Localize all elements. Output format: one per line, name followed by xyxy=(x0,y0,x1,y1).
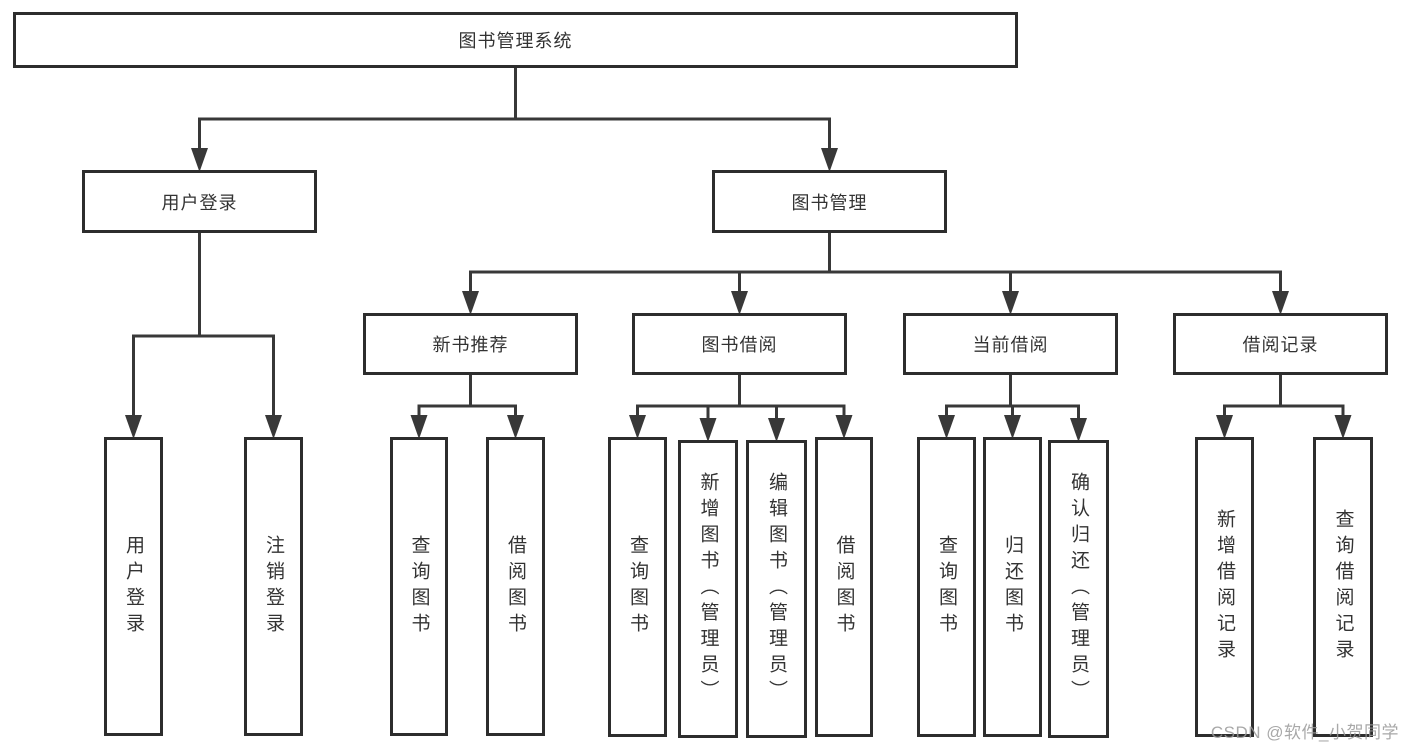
arrowhead-down xyxy=(125,415,142,439)
node-leaf-query-books-3: 查询图书 xyxy=(917,437,976,737)
node-leaf-query-books-2: 查询图书 xyxy=(608,437,667,737)
node-label: 当前借阅 xyxy=(972,335,1049,355)
link-user-login xyxy=(125,233,282,439)
link-root xyxy=(191,68,838,172)
node-leaf-borrow-books-2: 借阅图书 xyxy=(815,437,873,737)
arrowhead-down xyxy=(1002,291,1019,315)
link-current-borrow xyxy=(938,375,1087,442)
arrowhead-down xyxy=(265,415,282,439)
link-book-borrow xyxy=(629,375,853,442)
node-label: 查询图书 xyxy=(936,535,957,639)
node-label: 用户登录 xyxy=(123,534,144,639)
node-label: 查询借阅记录 xyxy=(1332,509,1354,665)
arrowhead-down xyxy=(191,148,208,172)
arrowhead-down xyxy=(629,415,646,439)
node-label: 查询图书 xyxy=(408,534,430,639)
node-leaf-add-books: 新增图书（管理员） xyxy=(678,440,738,738)
link-borrow-records xyxy=(1216,375,1352,439)
node-leaf-edit-books: 编辑图书（管理员） xyxy=(746,440,807,738)
link-new-book-rec xyxy=(410,375,524,439)
arrowhead-down xyxy=(410,415,428,439)
node-label: 新书推荐 xyxy=(432,335,509,355)
arrowhead-down xyxy=(1334,415,1352,439)
node-leaf-confirm-return: 确认归还（管理员） xyxy=(1048,440,1109,738)
node-leaf-logout: 注销登录 xyxy=(244,437,303,736)
node-label: 图书管理 xyxy=(791,192,868,213)
node-label: 编辑图书（管理员） xyxy=(766,472,787,706)
node-label: 图书借阅 xyxy=(701,335,778,355)
node-label: 用户登录 xyxy=(161,192,238,213)
node-leaf-borrow-books-1: 借阅图书 xyxy=(486,437,545,736)
arrowhead-down xyxy=(507,415,524,439)
node-new-book-rec: 新书推荐 xyxy=(363,313,578,375)
node-borrow-records: 借阅记录 xyxy=(1173,313,1388,375)
node-book-borrow: 图书借阅 xyxy=(632,313,847,375)
node-leaf-query-books-1: 查询图书 xyxy=(390,437,448,736)
arrowhead-down xyxy=(1216,415,1233,439)
node-label: 借阅图书 xyxy=(833,535,855,639)
node-book-mgmt: 图书管理 xyxy=(712,170,947,233)
node-current-borrow: 当前借阅 xyxy=(903,313,1118,375)
node-label: 图书管理系统 xyxy=(458,31,573,51)
arrowhead-down xyxy=(835,415,853,439)
node-root: 图书管理系统 xyxy=(13,12,1018,68)
arrowhead-down xyxy=(699,418,717,442)
link-book-mgmt xyxy=(462,233,1289,315)
arrowhead-down xyxy=(821,148,838,172)
node-label: 新增借阅记录 xyxy=(1214,509,1235,665)
arrowhead-down xyxy=(768,418,785,442)
node-user-login: 用户登录 xyxy=(82,170,317,233)
node-label: 新增图书（管理员） xyxy=(697,472,719,706)
node-label: 注销登录 xyxy=(263,534,284,639)
arrowhead-down xyxy=(1070,418,1087,442)
arrowhead-down xyxy=(938,415,955,439)
node-leaf-add-borrow-rec: 新增借阅记录 xyxy=(1195,437,1254,737)
node-label: 归还图书 xyxy=(1002,535,1023,639)
arrowhead-down xyxy=(1004,415,1021,439)
node-leaf-query-borrow-rec: 查询借阅记录 xyxy=(1313,437,1373,737)
arrowhead-down xyxy=(731,291,748,315)
csdn-watermark: CSDN @软件_小贺同学 xyxy=(1210,723,1399,742)
node-leaf-return-books: 归还图书 xyxy=(983,437,1042,737)
node-label: 借阅记录 xyxy=(1242,335,1319,355)
node-label: 查询图书 xyxy=(627,535,648,639)
node-label: 借阅图书 xyxy=(505,534,526,639)
node-leaf-user-login: 用户登录 xyxy=(104,437,163,736)
arrowhead-down xyxy=(462,291,479,315)
arrowhead-down xyxy=(1272,291,1289,315)
node-label: 确认归还（管理员） xyxy=(1068,472,1089,706)
